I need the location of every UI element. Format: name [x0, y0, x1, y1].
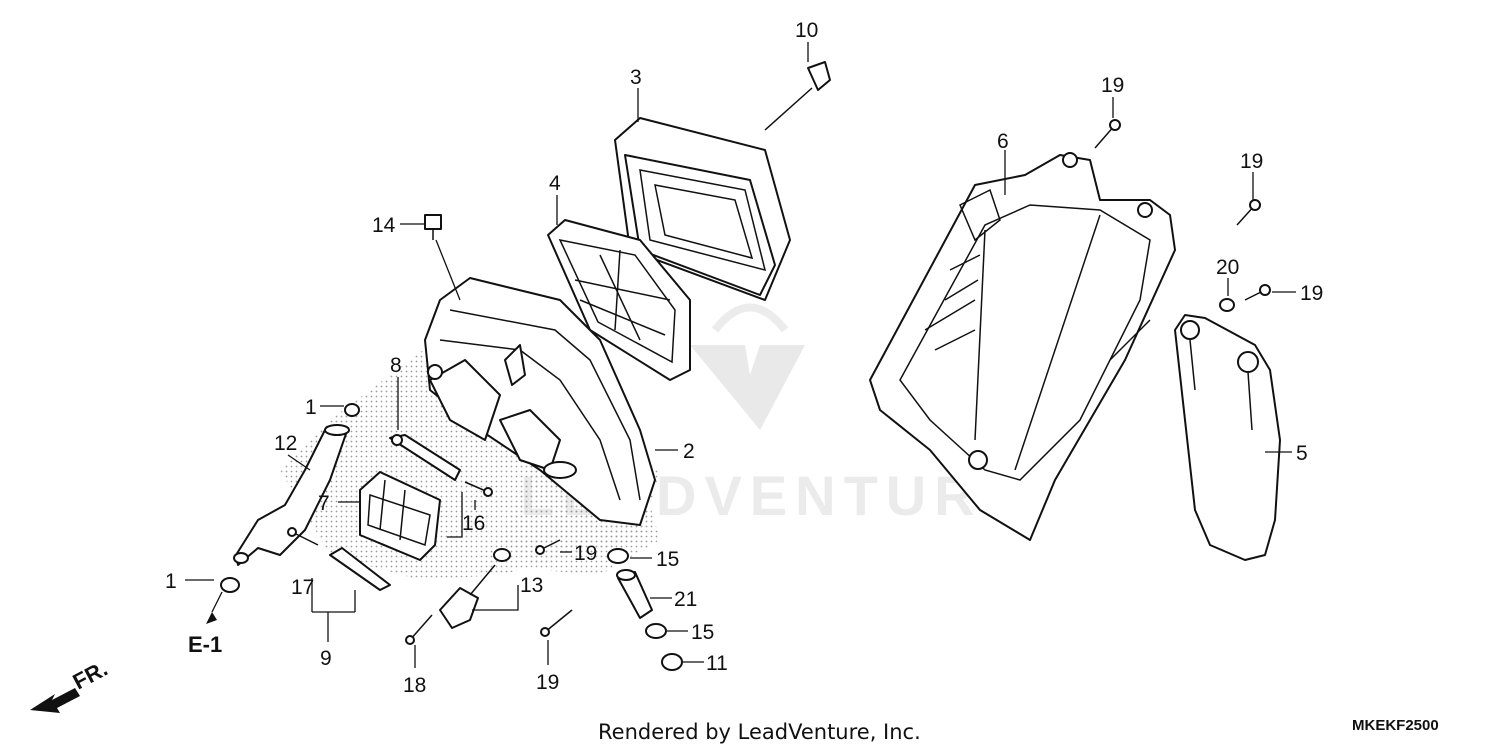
callout-3: 3	[630, 66, 642, 89]
callout-16: 16	[462, 512, 485, 535]
part-12-drain-tube[interactable]	[233, 424, 350, 566]
callout-19-c: 19	[1300, 282, 1323, 305]
part-19-screw-b[interactable]	[1236, 199, 1261, 226]
front-direction-marker: FR.	[30, 656, 112, 713]
part-5-side-cover[interactable]	[1174, 314, 1281, 561]
part-2-air-cleaner-case[interactable]	[424, 277, 656, 526]
callout-20: 20	[1216, 256, 1239, 279]
callout-15-b: 15	[691, 621, 714, 644]
part-21-drain-tube[interactable]	[616, 569, 653, 619]
callout-21: 21	[674, 588, 697, 611]
callout-19-e: 19	[536, 671, 559, 694]
part-19-screw-a[interactable]	[1094, 119, 1121, 149]
part-7-connecting-frame[interactable]	[359, 471, 441, 561]
callout-5: 5	[1296, 442, 1308, 465]
part-6-side-shroud[interactable]	[869, 152, 1176, 541]
callout-8: 8	[390, 354, 402, 377]
callout-10: 10	[795, 19, 818, 42]
callout-13: 13	[520, 574, 543, 597]
callout-2: 2	[683, 440, 695, 463]
part-14-grommet[interactable]	[424, 214, 442, 240]
part-19-screw-c[interactable]	[1244, 284, 1271, 301]
part-3-air-filter-element[interactable]	[614, 117, 791, 301]
callout-1-a: 1	[305, 396, 317, 419]
part-13-drain-plug[interactable]	[439, 548, 511, 629]
reference-e1-label: E-1	[188, 632, 222, 657]
part-18-screw[interactable]	[405, 614, 433, 645]
part-1-clip-upper[interactable]	[344, 403, 360, 417]
callout-19-a: 19	[1101, 74, 1124, 97]
part-17-screw[interactable]	[287, 527, 319, 546]
part-8-hose-band[interactable]	[389, 434, 461, 481]
part-11-cap[interactable]	[661, 653, 683, 671]
callout-9: 9	[320, 647, 332, 670]
callout-19-b: 19	[1240, 150, 1263, 173]
leader-lines	[185, 42, 1296, 668]
part-10-bolt[interactable]	[764, 61, 831, 131]
diagram-code: MKEKF2500	[1352, 717, 1439, 734]
callout-1-b: 1	[165, 570, 177, 593]
callout-14: 14	[372, 214, 396, 237]
part-19-screw-d[interactable]	[535, 539, 561, 555]
callout-6: 6	[997, 130, 1009, 153]
callout-17: 17	[291, 576, 314, 599]
part-9-stay[interactable]	[329, 547, 391, 591]
footer-credit: Rendered by LeadVenture, Inc.	[598, 720, 921, 744]
callout-labels: 10 3 4 14 6 19 19 20 19 5 2 8 1 12 7 16 …	[165, 19, 1323, 697]
part-15-clip-lower[interactable]	[645, 623, 667, 639]
reference-e1[interactable]: E-1	[188, 612, 222, 657]
part-20-washer[interactable]	[1219, 298, 1235, 312]
callout-7: 7	[318, 492, 330, 515]
callout-19-d: 19	[574, 542, 597, 565]
callout-15-a: 15	[656, 548, 679, 571]
part-15-clip-upper[interactable]	[607, 548, 629, 564]
callout-12: 12	[274, 432, 297, 455]
callout-18: 18	[403, 674, 426, 697]
part-19-screw-e[interactable]	[540, 609, 573, 637]
callout-4: 4	[549, 172, 561, 195]
callout-11: 11	[706, 652, 728, 675]
part-1-clip-lower[interactable]	[220, 577, 240, 593]
part-4-filter-cage[interactable]	[547, 219, 691, 381]
part-16-screw[interactable]	[464, 481, 493, 497]
